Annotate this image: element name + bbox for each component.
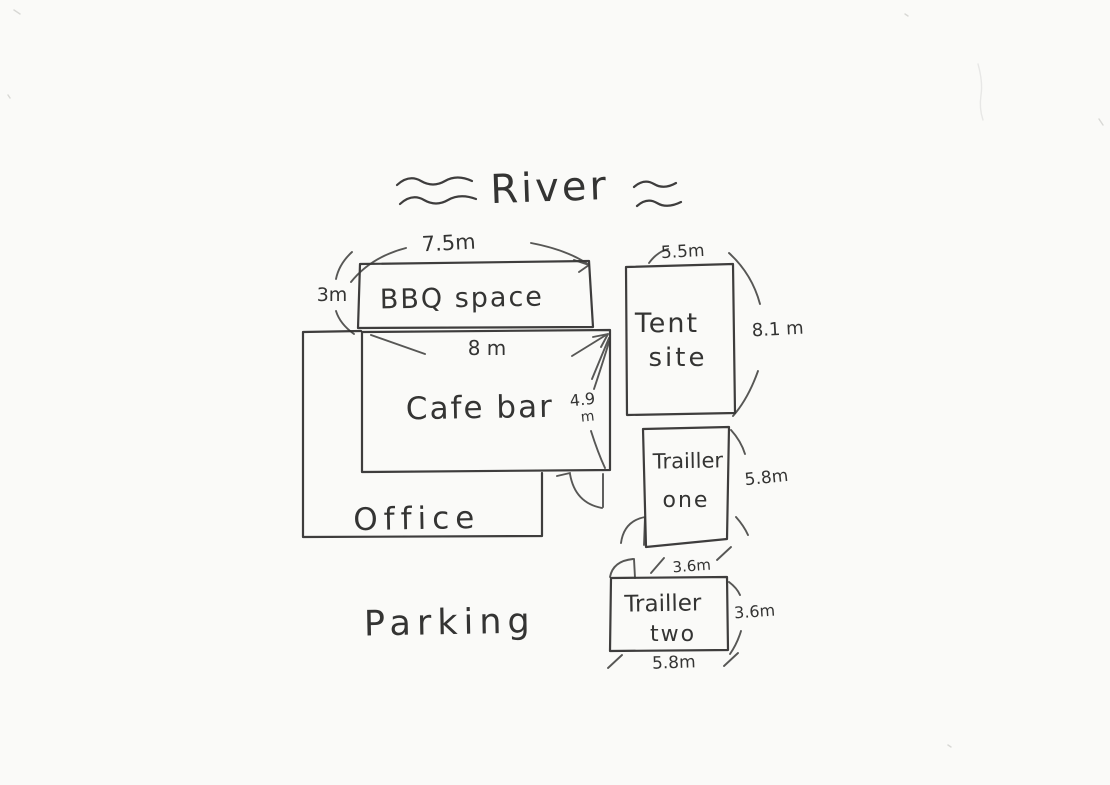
- trailer-one-label-line1: Trailler: [652, 448, 724, 473]
- cafe-depth-dimension-marks: [590, 341, 610, 469]
- tent-site: Tent site 5.5m 8.1 m: [624, 241, 804, 417]
- cafe-bar-outline: [360, 328, 612, 474]
- cafe-door-arc: [556, 472, 604, 509]
- trailer-one-height-dimension: 5.8m: [744, 466, 789, 490]
- trailer-one-height-dimension-marks: [730, 429, 749, 536]
- bbq-space: BBQ space 7.5m 3m: [317, 230, 595, 335]
- river-section: River: [395, 163, 683, 213]
- bbq-space-label: BBQ space: [380, 282, 545, 316]
- trailer-one-door-arc: [620, 516, 646, 546]
- tent-width-dimension-marks: [648, 248, 669, 264]
- trailer-one-width-dimension: 3.6m: [672, 556, 712, 577]
- office: Office: [301, 329, 544, 539]
- river-wave-icon-left: [395, 176, 478, 206]
- parking-label: Parking: [364, 602, 536, 645]
- trailer-one-outline: [641, 425, 731, 549]
- cafe-width-dimension-marks: [370, 333, 610, 380]
- trailer-one-label-line2: one: [663, 488, 710, 513]
- cafe-width-dimension: 8 m: [468, 336, 507, 360]
- river-wave-icon-right: [632, 180, 683, 208]
- trailer-two-height-dimension-marks: [728, 581, 742, 655]
- trailer-two-label-line1: Trailler: [623, 590, 702, 617]
- speck: [7, 94, 11, 99]
- cafe-depth-dimension-unit: m: [580, 408, 595, 425]
- cafe-depth-dimension-value: 4.9: [569, 389, 596, 411]
- tent-width-dimension: 5.5m: [660, 241, 705, 263]
- parking: Parking: [364, 602, 536, 645]
- speck: [904, 13, 909, 17]
- trailer-two: Trailler two 3.6m 5.8m: [607, 558, 776, 674]
- river-label: River: [489, 163, 609, 213]
- trailer-one: Trailler one 5.8m 3.6m: [620, 425, 789, 577]
- speck: [13, 9, 21, 15]
- bbq-depth-dimension-marks: [335, 251, 355, 335]
- tent-height-dimension: 8.1 m: [751, 318, 804, 342]
- trailer-two-width-dimension: 5.8m: [652, 652, 696, 674]
- tent-site-outline: [624, 262, 737, 417]
- office-label: Office: [353, 500, 481, 538]
- trailer-two-label-line2: two: [650, 622, 696, 647]
- trailer-two-height-dimension: 3.6m: [733, 601, 775, 623]
- trailer-two-outline: [608, 575, 730, 653]
- trailer-one-width-dimension-marks: [650, 546, 732, 574]
- tent-height-dimension-marks: [728, 252, 761, 417]
- cafe-bar-label: Cafe bar: [406, 389, 555, 428]
- bbq-depth-dimension: 3m: [317, 284, 348, 306]
- trailer-two-door-arc: [609, 558, 636, 579]
- bbq-width-dimension: 7.5m: [421, 230, 476, 257]
- trailer-two-width-dimension-marks: [607, 652, 739, 669]
- office-outline: [301, 329, 544, 539]
- cafe-bar: Cafe bar 8 m 4.9 m: [360, 328, 612, 509]
- bbq-space-outline: [356, 259, 595, 330]
- tent-site-label-line2: site: [649, 343, 708, 373]
- tent-site-label-line1: Tent: [634, 308, 699, 339]
- speck: [947, 744, 952, 748]
- bbq-width-dimension-marks: [350, 242, 590, 283]
- speck: [1098, 118, 1104, 126]
- speck: [977, 63, 984, 121]
- paper-specks: [7, 9, 1104, 748]
